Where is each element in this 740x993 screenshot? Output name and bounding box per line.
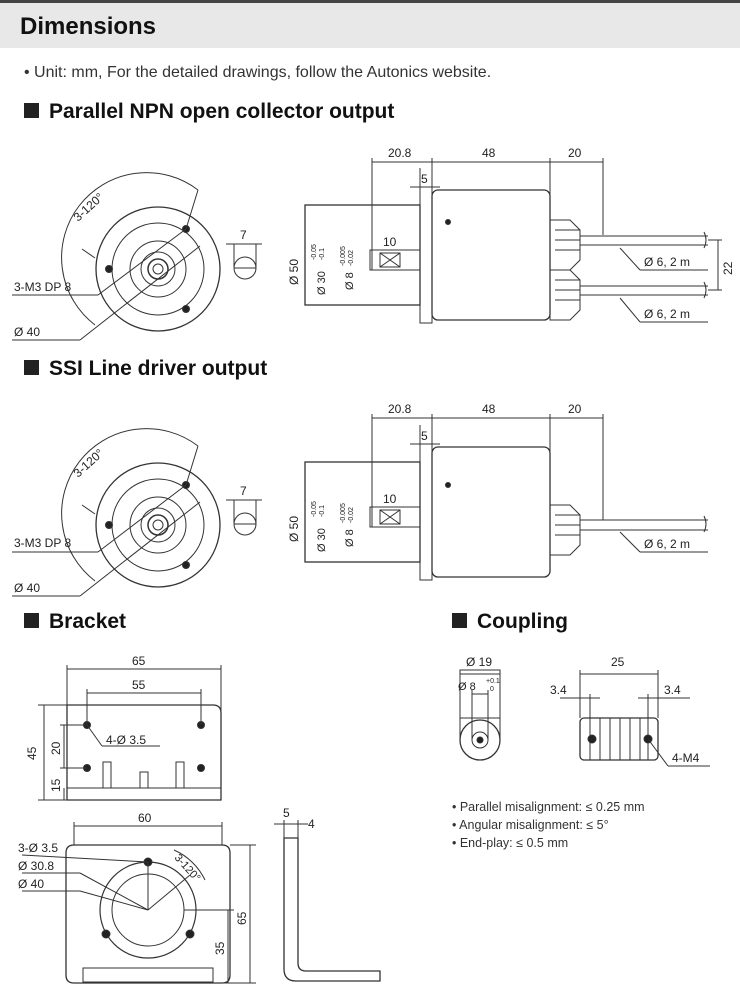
coupling-spec: • Angular misalignment: ≤ 5° xyxy=(452,818,609,832)
ssi-side-view xyxy=(304,414,708,581)
dim-20-8-label: 20.8 xyxy=(388,146,412,160)
diameter-8-tol-top: -0.005 xyxy=(340,503,347,523)
diameter-8-tol-bottom: -0.02 xyxy=(348,507,355,523)
bullet-square xyxy=(24,360,39,375)
diameter-8-tol-bottom: -0.02 xyxy=(348,250,355,266)
bracket-45-label: 45 xyxy=(25,746,39,760)
page-title: Dimensions xyxy=(20,13,157,40)
diameter-50-label: Ø 50 xyxy=(287,259,301,285)
dim-5-label: 5 xyxy=(421,172,428,186)
coupling-8-tol-top: +0.1 xyxy=(486,678,500,685)
dim-20-label: 20 xyxy=(568,146,582,160)
cable-label-1: Ø 6, 2 m xyxy=(644,255,690,269)
dim-5-label: 5 xyxy=(421,429,428,443)
dim-7-label: 7 xyxy=(240,228,247,242)
diameter-30-tol-bottom: -0.1 xyxy=(319,248,326,260)
diameter-30-tol-bottom: -0.1 xyxy=(319,505,326,517)
bracket-3holes-label: 3-Ø 3.5 xyxy=(18,841,58,855)
cable-label-2: Ø 6, 2 m xyxy=(644,307,690,321)
section-npn: Parallel NPN open collector output xyxy=(24,100,394,124)
unit-note: • Unit: mm, For the detailed drawings, f… xyxy=(24,64,492,81)
section-coupling-title: Coupling xyxy=(477,610,568,633)
bracket-40-label: Ø 40 xyxy=(18,877,44,891)
bullet-square xyxy=(24,613,39,628)
coupling-spec: • Parallel misalignment: ≤ 0.25 mm xyxy=(452,800,645,814)
dim-48-label: 48 xyxy=(482,146,496,160)
bracket-65-label: 65 xyxy=(132,654,146,668)
cable-label: Ø 6, 2 m xyxy=(644,537,690,551)
coupling-3-4a-label: 3.4 xyxy=(550,683,567,697)
diameter-50-label: Ø 50 xyxy=(287,516,301,542)
bracket-hole-label: 4-Ø 3.5 xyxy=(106,733,146,747)
coupling-views xyxy=(459,669,710,767)
dim-20-8-label: 20.8 xyxy=(388,402,412,416)
bracket-front-view xyxy=(38,665,222,801)
coupling-25-label: 25 xyxy=(611,655,625,669)
npn-side-view xyxy=(304,158,722,324)
screw-label: 3-M3 DP 8 xyxy=(14,280,71,294)
dim-48-label: 48 xyxy=(482,402,496,416)
diameter-30-label: Ø 30 xyxy=(316,528,328,552)
section-npn-title: Parallel NPN open collector output xyxy=(49,100,395,123)
bullet-square xyxy=(452,613,467,628)
coupling-8-tol-bottom: 0 xyxy=(490,686,494,693)
diameter-8-tol-top: -0.005 xyxy=(340,246,347,266)
bracket-top-view xyxy=(21,822,256,984)
dim-10-label: 10 xyxy=(383,235,397,249)
bracket-5-label: 5 xyxy=(283,806,290,820)
bullet-square xyxy=(24,103,39,118)
section-coupling: Coupling xyxy=(452,610,568,634)
section-ssi: SSI Line driver output xyxy=(24,357,267,381)
diameter-40-label: Ø 40 xyxy=(14,325,40,339)
npn-front-view xyxy=(12,172,262,341)
diameter-8-label: Ø 8 xyxy=(344,529,356,547)
bracket-15-label: 15 xyxy=(49,778,63,792)
diameter-8-label: Ø 8 xyxy=(344,272,356,290)
coupling-spec: • End-play: ≤ 0.5 mm xyxy=(452,836,569,850)
diameter-30-label: Ø 30 xyxy=(316,271,328,295)
diameter-30-tol-top: -0.05 xyxy=(311,501,318,517)
coupling-19-label: Ø 19 xyxy=(466,655,492,669)
bracket-60-label: 60 xyxy=(138,811,152,825)
ssi-front-view xyxy=(12,428,262,597)
dim-10-label: 10 xyxy=(383,492,397,506)
bracket-30-8-label: Ø 30.8 xyxy=(18,859,54,873)
coupling-m4-label: 4-M4 xyxy=(672,751,700,765)
bracket-55-label: 55 xyxy=(132,678,146,692)
diameter-30-tol-top: -0.05 xyxy=(311,244,318,260)
bracket-20-label: 20 xyxy=(49,741,63,755)
section-bracket: Bracket xyxy=(24,610,126,634)
diameter-40-label: Ø 40 xyxy=(14,581,40,595)
dim-20-label: 20 xyxy=(568,402,582,416)
dim-22-label: 22 xyxy=(721,261,735,275)
page-header: Dimensions xyxy=(0,0,740,48)
bracket-side-view xyxy=(274,820,381,982)
coupling-3-4b-label: 3.4 xyxy=(664,683,681,697)
screw-label: 3-M3 DP 8 xyxy=(14,536,71,550)
bracket-4-label: 4 xyxy=(308,817,315,831)
bracket-65v-label: 65 xyxy=(235,911,249,925)
section-bracket-title: Bracket xyxy=(49,610,127,633)
section-ssi-title: SSI Line driver output xyxy=(49,357,268,380)
coupling-8-label: Ø 8 xyxy=(458,681,476,693)
bracket-35-label: 35 xyxy=(213,941,227,955)
dim-7-label: 7 xyxy=(240,484,247,498)
